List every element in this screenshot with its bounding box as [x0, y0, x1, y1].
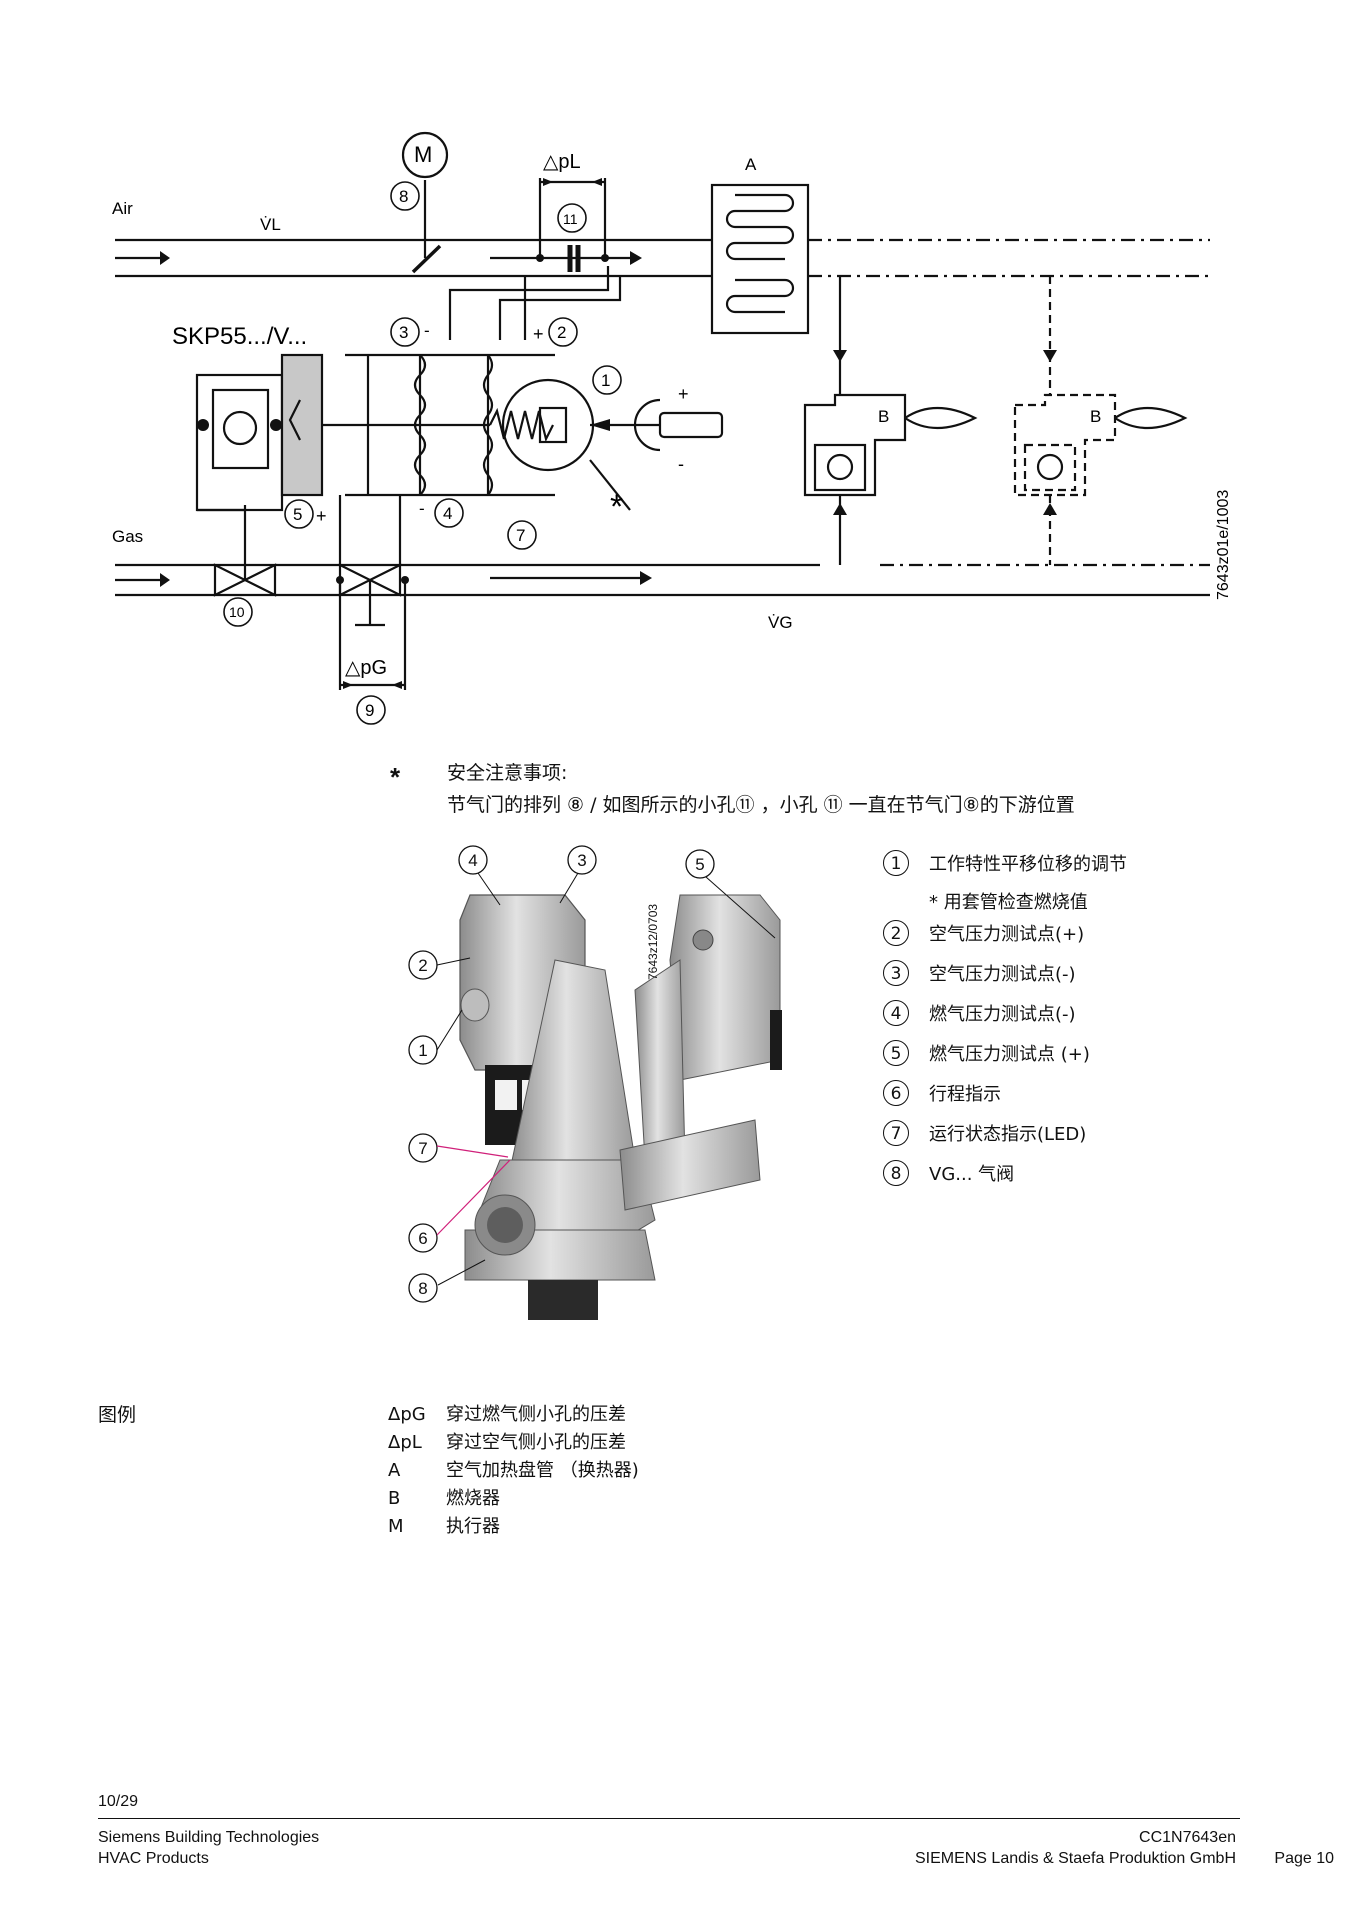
sign-2: +	[533, 324, 544, 344]
legend-number: 6	[883, 1080, 909, 1106]
key-item: ΔpG 穿过燃气侧小孔的压差	[388, 1400, 626, 1426]
num-2: 2	[557, 323, 566, 342]
num-7: 7	[516, 526, 525, 545]
legend-number	[883, 888, 909, 914]
key-item: M 执行器	[388, 1512, 500, 1538]
legend-number: 3	[883, 960, 909, 986]
legend-number: 5	[883, 1040, 909, 1066]
num-8: 8	[399, 187, 408, 206]
label-skp: SKP55.../V...	[172, 323, 307, 350]
label-star: *	[610, 488, 623, 526]
label-minus-screw: -	[678, 454, 684, 474]
photo-callout-8: 8	[418, 1279, 427, 1298]
legend-item: * 用套管检查燃烧值	[883, 888, 1088, 914]
key-item: ΔpL 穿过空气侧小孔的压差	[388, 1428, 626, 1454]
product-photo: 4 3 5 2 1 7 6 8 7643z12/0703	[408, 845, 782, 1320]
photo-code: 7643z12/0703	[646, 904, 660, 980]
num-4: 4	[443, 504, 452, 523]
label-b1: B	[878, 407, 889, 426]
num-5: 5	[293, 505, 302, 524]
key-symbol: M	[388, 1516, 404, 1537]
sign-5: +	[316, 506, 327, 526]
safety-title: 安全注意事项:	[447, 762, 568, 784]
key-text: 执行器	[446, 1516, 500, 1537]
legend-text: 行程指示	[929, 1084, 1001, 1105]
legend-text: 运行状态指示(LED)	[929, 1124, 1087, 1145]
sign-3: -	[424, 321, 430, 340]
label-b2: B	[1090, 407, 1101, 426]
safety-star: *	[390, 762, 401, 792]
footer-page: Page 10	[1274, 1850, 1334, 1867]
legend-item: 7 运行状态指示(LED)	[883, 1120, 1086, 1146]
legend-number: 2	[883, 920, 909, 946]
label-vg: V̇G	[768, 613, 793, 632]
label-plus-screw: +	[678, 384, 689, 404]
legend-item: 6 行程指示	[883, 1080, 1001, 1106]
num-3: 3	[399, 323, 408, 342]
footer-company-3: SIEMENS Landis & Staefa Produktion GmbH	[914, 1850, 1236, 1867]
schematic-diagram: Air V̇L △pL A M SKP55.../V... Gas V̇G △p…	[112, 131, 1232, 725]
legend-text: 空气压力测试点(+)	[929, 924, 1085, 945]
label-air: Air	[112, 199, 133, 218]
legend-number: 4	[883, 1000, 909, 1026]
key-text: 燃烧器	[446, 1488, 500, 1509]
photo-callout-4: 4	[468, 851, 477, 870]
legend-item: 2 空气压力测试点(+)	[883, 920, 1084, 946]
label-vl: V̇L	[260, 215, 281, 234]
photo-callout-6: 6	[418, 1229, 427, 1248]
legend-item: 5 燃气压力测试点 (+)	[883, 1040, 1090, 1066]
label-dpg: △pG	[345, 657, 387, 679]
label-a: A	[745, 155, 757, 174]
key-item: B 燃烧器	[388, 1484, 500, 1510]
key-item: A 空气加热盘管 （换热器)	[388, 1456, 639, 1482]
footer-company-1: Siemens Building Technologies	[98, 1829, 320, 1846]
legend-text: 工作特性平移位移的调节	[929, 854, 1127, 875]
photo-callout-7: 7	[418, 1139, 427, 1158]
num-9: 9	[365, 701, 374, 720]
photo-callout-3: 3	[577, 851, 586, 870]
key-symbol: B	[388, 1488, 401, 1509]
sign-4: -	[419, 499, 425, 518]
photo-callout-1: 1	[418, 1041, 427, 1060]
label-m: M	[414, 142, 432, 167]
label-dpl: △pL	[543, 151, 581, 173]
footer-doc-code: CC1N7643en	[1139, 1829, 1236, 1846]
footer-page-of: 10/29	[98, 1793, 139, 1810]
legend-number: 1	[883, 850, 909, 876]
legend-item: 4 燃气压力测试点(-)	[883, 1000, 1076, 1026]
label-gas: Gas	[112, 527, 143, 546]
footer-company-2: HVAC Products	[98, 1850, 209, 1867]
legend-item: 1 工作特性平移位移的调节	[883, 850, 1127, 876]
footer-divider	[98, 1818, 1240, 1819]
legend-item: 3 空气压力测试点(-)	[883, 960, 1076, 986]
legend-text: 燃气压力测试点(-)	[929, 1004, 1076, 1025]
num-10: 10	[229, 604, 245, 620]
safety-text: 节气门的排列 ⑧ / 如图所示的小孔⑪ ，小孔 ⑪ 一直在节气门⑧的下游位置	[447, 794, 1075, 816]
legend-number: 8	[883, 1160, 909, 1186]
key-symbol: ΔpL	[388, 1432, 422, 1453]
legend-text: 燃气压力测试点 (+)	[929, 1044, 1090, 1065]
key-text: 穿过空气侧小孔的压差	[446, 1432, 626, 1453]
key-text: 穿过燃气侧小孔的压差	[446, 1404, 626, 1425]
photo-callout-2: 2	[418, 956, 427, 975]
legend-text: * 用套管检查燃烧值	[929, 892, 1088, 913]
legend-text: 空气压力测试点(-)	[929, 964, 1076, 985]
photo-callout-5: 5	[695, 855, 704, 874]
key-heading: 图例	[98, 1404, 137, 1426]
key-text: 空气加热盘管 （换热器)	[446, 1460, 639, 1481]
legend-number: 7	[883, 1120, 909, 1146]
key-symbol: A	[388, 1460, 401, 1481]
legend-item: 8 VG... 气阀	[883, 1160, 1014, 1186]
num-11: 11	[563, 211, 578, 227]
legend-text: VG... 气阀	[929, 1164, 1015, 1185]
label-code: 7643z01e/1003	[1215, 490, 1232, 600]
key-symbol: ΔpG	[388, 1404, 426, 1425]
num-1: 1	[601, 371, 610, 390]
